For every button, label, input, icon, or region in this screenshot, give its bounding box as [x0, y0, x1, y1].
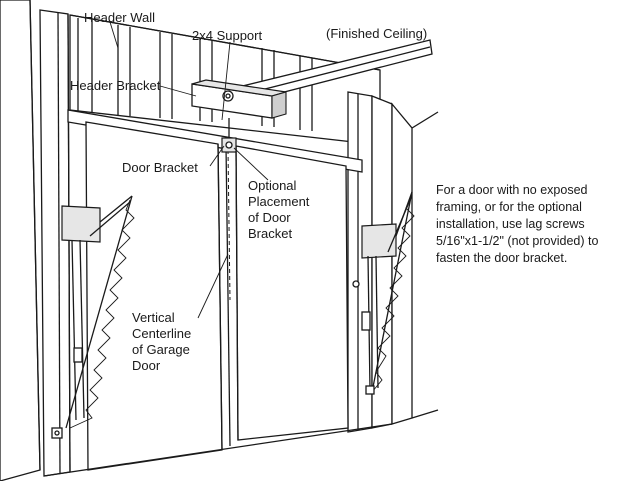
svg-text:installation, use lag screws: installation, use lag screws	[436, 217, 585, 231]
left-side-wall	[0, 0, 41, 481]
svg-text:Vertical: Vertical	[132, 310, 175, 325]
installation-note: For a door with no exposed framing, or f…	[436, 183, 598, 265]
support-2x4-label: 2x4 Support	[192, 28, 262, 43]
svg-text:Bracket: Bracket	[248, 226, 292, 241]
right-side-wall	[391, 102, 439, 425]
right-spring-hardware	[352, 191, 415, 395]
svg-text:5/16"x1-1/2" (not provided) to: 5/16"x1-1/2" (not provided) to	[436, 234, 598, 248]
left-spring-hardware	[51, 195, 135, 439]
vertical-centerline-label: Vertical Centerline of Garage Door	[132, 310, 191, 373]
svg-text:For a door with no exposed: For a door with no exposed	[436, 183, 588, 197]
svg-text:framing, or for the optional: framing, or for the optional	[436, 200, 582, 214]
finished-ceiling-label: (Finished Ceiling)	[326, 26, 427, 41]
left-jamb	[39, 9, 71, 477]
garage-door	[43, 121, 393, 477]
svg-text:fasten the door bracket.: fasten the door bracket.	[436, 251, 567, 265]
svg-text:Centerline: Centerline	[132, 326, 191, 341]
header-bracket-label: Header Bracket	[70, 78, 161, 93]
svg-text:of Garage: of Garage	[132, 342, 190, 357]
svg-text:Optional: Optional	[248, 178, 297, 193]
header-wall-label: Header Wall	[84, 10, 155, 25]
leader-lines	[109, 21, 269, 319]
door-bracket	[221, 118, 237, 153]
svg-text:Door: Door	[132, 358, 161, 373]
svg-text:Placement: Placement	[248, 194, 310, 209]
optional-placement-label: Optional Placement of Door Bracket	[248, 178, 310, 241]
door-bracket-label: Door Bracket	[122, 160, 198, 175]
svg-text:of Door: of Door	[248, 210, 291, 225]
header-bracket-assembly	[191, 39, 433, 119]
